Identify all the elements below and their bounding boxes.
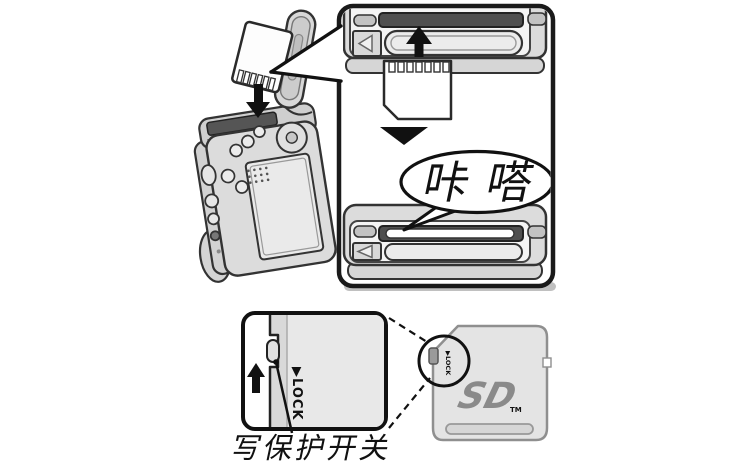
spring-bar (384, 243, 523, 261)
write-protect-caption: 写保护开关 (229, 432, 396, 465)
camera-button (229, 143, 243, 158)
camera-lcd-screen (244, 152, 325, 261)
camera-button (235, 180, 249, 194)
camera-button (220, 168, 236, 184)
speaker-holes (247, 166, 270, 184)
slot-closeup-inserting (342, 8, 548, 145)
magnify-dash-line (388, 317, 428, 343)
latch-triangle-icon (356, 244, 373, 259)
latch-triangle-icon (357, 34, 373, 53)
callout-wedge (269, 24, 343, 83)
side-button (207, 212, 220, 226)
sd-card-full: ▶LOCK SD TM (388, 317, 552, 442)
click-sound-bubble: 咔嗒 (399, 149, 556, 232)
unlock-up-arrow-icon (247, 363, 265, 393)
spring-bar (383, 29, 524, 57)
write-protect-closeup: ▶LOCK 写保护开关 (229, 311, 396, 465)
slot-right-tab (527, 225, 547, 239)
camera-illustration (193, 102, 337, 283)
slot-up-arrow-icon (406, 26, 432, 57)
side-button-dark (209, 230, 221, 242)
card-side-notch (542, 357, 552, 368)
click-sound-text: 咔嗒 (419, 157, 556, 207)
slot-left-tab (353, 225, 377, 238)
card-bottom-ridge (445, 423, 534, 435)
slot-left-tab (353, 14, 377, 27)
write-protect-switch (266, 339, 280, 363)
sd-trademark: TM (510, 406, 522, 414)
callout-line (274, 361, 294, 434)
camera-button (241, 134, 255, 149)
camera-button (253, 125, 266, 138)
card-contacts (388, 61, 450, 73)
lock-label: ▶LOCK (289, 367, 304, 420)
bubble-ellipse (399, 149, 551, 215)
sd-card-body (431, 324, 549, 442)
side-dot (216, 249, 221, 254)
push-down-arrow-icon (380, 127, 428, 145)
card-contacts (235, 69, 277, 92)
spring-bar-inner (390, 35, 517, 51)
card-slot-dark (378, 12, 524, 28)
dial-center-button (285, 131, 298, 144)
sd-card-closeup (382, 59, 453, 121)
lock-label-small: ▶LOCK (444, 351, 452, 376)
card-face (287, 315, 384, 427)
side-button (200, 164, 217, 186)
lock-switch-small (428, 347, 439, 365)
sd-logo: SD (454, 375, 521, 417)
slot-closeup-inserted (342, 203, 548, 280)
lcd-inner-frame (249, 157, 320, 256)
inserted-card-edge (385, 228, 515, 239)
magnify-circle (417, 334, 471, 388)
magnify-dash-line (388, 377, 431, 429)
slot-right-tab (527, 12, 547, 26)
insert-down-arrow-icon (246, 84, 270, 118)
side-button (204, 193, 220, 209)
